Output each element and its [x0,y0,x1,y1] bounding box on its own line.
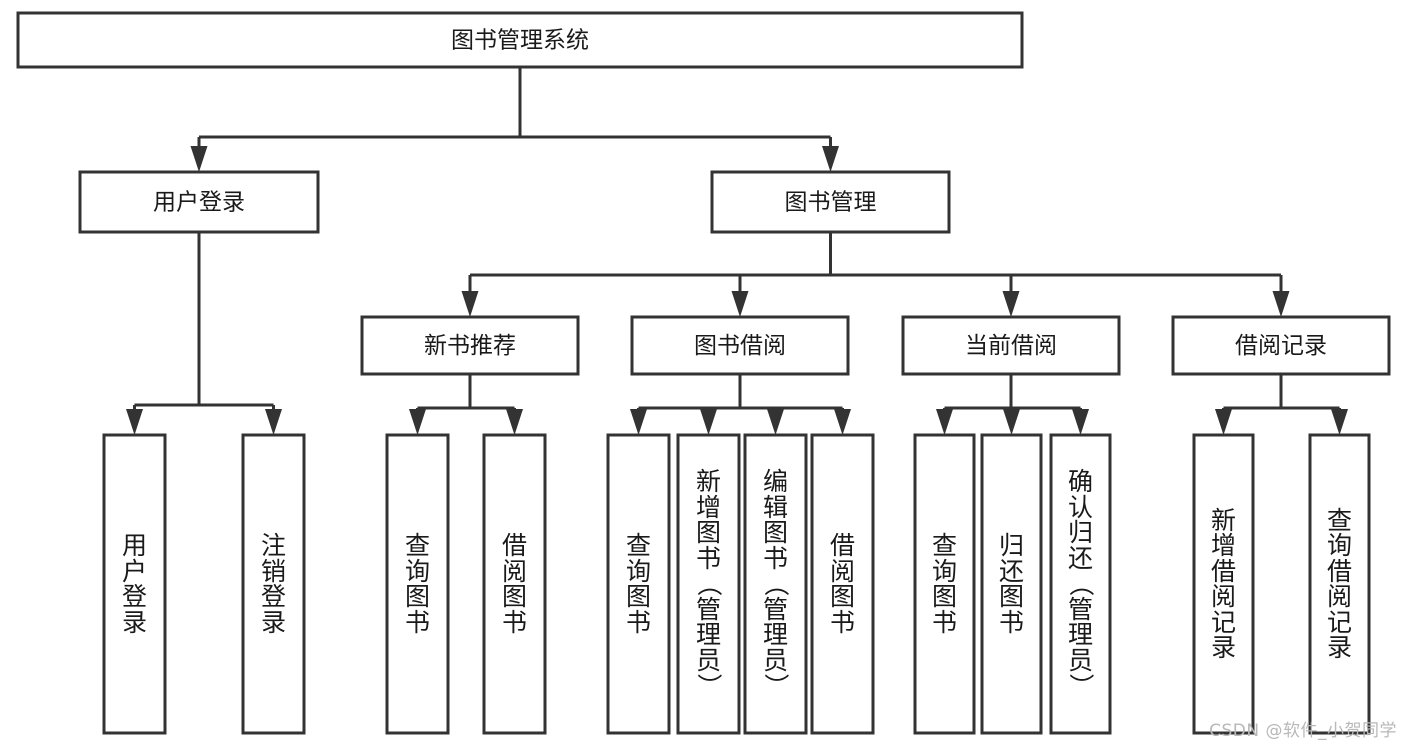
node-box-l3-record[interactable] [1171,315,1391,376]
node-box-leaf-new-2[interactable] [482,433,547,735]
node-label-root: 图书管理系统 [451,28,589,54]
node-label-l3-borrow: 图书借阅 [694,333,786,359]
arrow-head-icon [630,409,647,435]
node-box-leaf-login-1[interactable] [102,433,167,735]
node-box-leaf-rec-1[interactable] [1192,433,1255,735]
node-box-leaf-cur-1[interactable] [913,433,976,735]
connector-group [1215,374,1348,435]
arrow-head-icon [936,409,953,435]
connector-group [126,232,282,435]
connector-layer [126,67,1348,435]
arrow-head-icon [1002,291,1020,317]
arrow-head-icon [409,409,426,435]
connector-group [190,67,839,172]
node-box-leaf-borrow-2[interactable] [676,433,741,735]
node-box-leaf-rec-2[interactable] [1308,433,1371,735]
node-box-leaf-cur-3[interactable] [1049,433,1112,735]
node-label-l3-record: 借阅记录 [1235,333,1327,359]
node-box-root[interactable] [16,11,1024,69]
connector-group [630,374,851,435]
arrow-head-icon [822,146,839,172]
node-box-leaf-borrow-4[interactable] [810,433,875,735]
arrow-head-icon [1072,409,1089,435]
node-box-leaf-borrow-1[interactable] [606,433,671,735]
node-box-l2-bookmgr[interactable] [710,170,951,234]
node-box-l3-current[interactable] [901,315,1121,376]
arrow-head-icon [190,146,208,172]
arrow-head-icon [1331,409,1348,435]
node-label-l2-bookmgr: 图书管理 [785,190,877,216]
node-box-leaf-new-1[interactable] [385,433,450,735]
arrow-head-icon [1003,409,1020,435]
arrow-head-icon [1215,409,1232,435]
arrow-head-icon [700,409,717,435]
arrow-head-icon [461,291,479,317]
node-label-l3-current: 当前借阅 [965,333,1057,359]
node-box-leaf-borrow-3[interactable] [743,433,808,735]
arrow-head-icon [1272,291,1290,317]
node-label-l3-newbook: 新书推荐 [424,333,516,359]
node-box-leaf-cur-2[interactable] [980,433,1043,735]
node-box-leaf-login-2[interactable] [241,433,306,735]
node-box-l3-borrow[interactable] [630,315,850,376]
arrow-head-icon [834,409,851,435]
node-box-l2-login[interactable] [78,170,320,234]
arrow-head-icon [731,291,749,317]
node-layer [16,11,1391,735]
connector-group [461,232,1290,317]
arrow-head-icon [767,409,784,435]
arrow-head-icon [126,409,143,435]
connector-group [936,374,1089,435]
node-label-l2-login: 用户登录 [153,190,245,216]
arrow-head-icon [506,409,523,435]
watermark-text: CSDN @软件_小贺同学 [1209,721,1397,741]
node-box-l3-newbook[interactable] [360,315,580,376]
arrow-head-icon [265,409,282,435]
connector-group [409,374,523,435]
